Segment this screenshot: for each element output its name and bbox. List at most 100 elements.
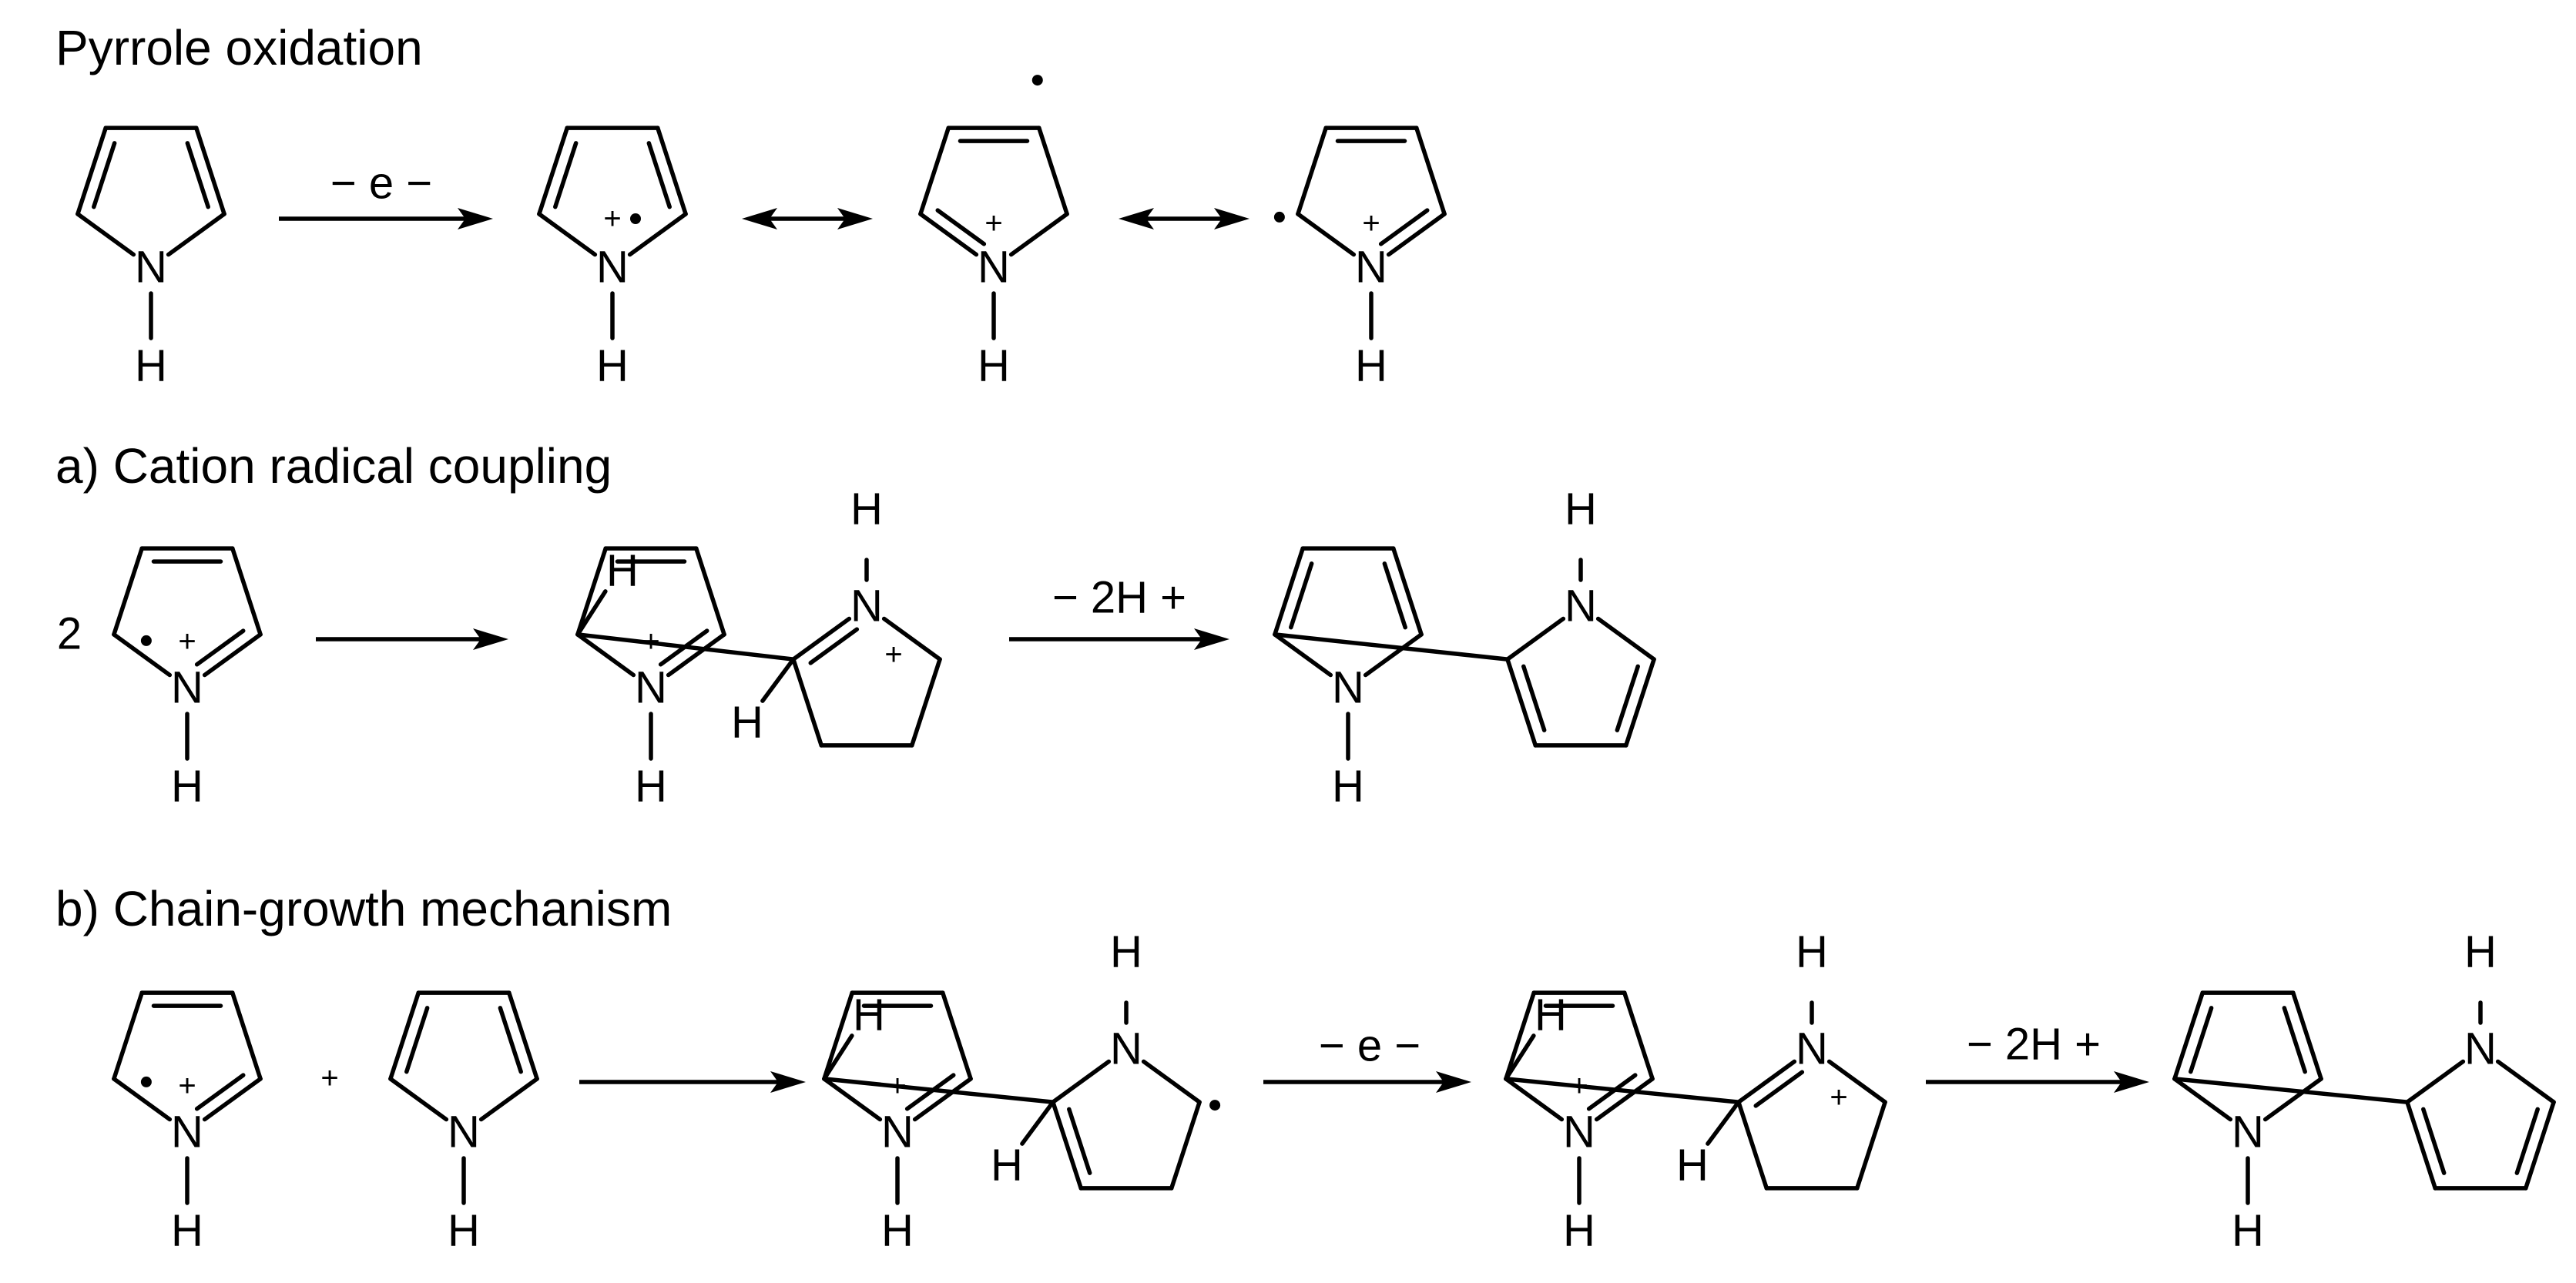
reagent-electron-loss: − e − <box>1319 1021 1420 1071</box>
ring-bond-line <box>1594 1077 1655 1122</box>
c-h-bond-line <box>1020 1100 1055 1146</box>
nitrogen-label: N <box>978 243 1010 293</box>
hydrogen-label: H <box>978 341 1010 391</box>
ring-bond-line <box>918 212 979 257</box>
hydrogen-label: H <box>850 484 883 534</box>
ring-bond-line <box>2262 1077 2323 1122</box>
hydrogen-label: H <box>1676 1141 1709 1191</box>
arrow-head <box>458 208 493 229</box>
ring-bond-line <box>194 126 226 216</box>
nitrogen-label: N <box>1565 581 1597 631</box>
arrow-head-right <box>837 208 873 229</box>
ring-bond-line <box>202 1077 263 1122</box>
ring-bond-line <box>941 990 973 1081</box>
plus-sign: + <box>320 1061 338 1095</box>
ring-bond-line <box>1505 616 1566 662</box>
ring-double-bond-line <box>2189 1006 2214 1074</box>
hydrogen-label: H <box>606 545 639 595</box>
dimer-dication-left-ring: NH+ <box>1504 990 1655 1256</box>
c-h-bond-line <box>1504 1033 1536 1081</box>
inter-ring-bond-line <box>2172 1077 2410 1104</box>
inter-ring-bond-line <box>1273 632 1510 662</box>
cation-charge: + <box>1362 206 1380 240</box>
ring-bond-line <box>1736 1100 1769 1191</box>
c-h-bond-line <box>822 1033 854 1081</box>
ring-double-bond-line <box>1521 664 1547 732</box>
reaction-arrow <box>316 628 508 650</box>
ring-bond-line <box>1051 1059 1112 1104</box>
hydrogen-label: H <box>1565 484 1597 534</box>
ring-bond-line <box>881 616 942 662</box>
ring-bond-line <box>2524 1100 2556 1191</box>
hydrogen-label: H <box>853 990 885 1040</box>
ring-bond-line <box>1504 990 1536 1081</box>
ring-bond-line <box>112 990 144 1081</box>
ring-double-bond-line <box>498 1006 523 1074</box>
bipyrrole-left-ring: NH <box>2172 990 2323 1256</box>
nitrogen-label: N <box>1110 1024 1142 1074</box>
arrow-head-right <box>1214 208 1249 229</box>
reaction-arrow <box>579 1071 806 1093</box>
ring-bond-line <box>166 212 226 257</box>
dimer-dication-right-ring: N+ <box>1736 1024 1887 1191</box>
ring-bond-line <box>1414 126 1447 216</box>
ring-double-bond-line <box>935 208 987 246</box>
hydrogen-label: H <box>635 762 667 812</box>
ring-bond-line <box>1008 212 1069 257</box>
ring-bond-line <box>822 1077 883 1122</box>
hydrogen-label: H <box>881 1206 914 1256</box>
ring-bond-line <box>791 657 823 748</box>
hydrogen-label: H <box>1355 341 1387 391</box>
ring-double-bond-line <box>2421 1107 2447 1175</box>
stoichiometric-coefficient: 2 <box>57 609 82 659</box>
ring-bond-line <box>912 1077 973 1122</box>
ring-double-bond-line <box>185 141 210 209</box>
nitrogen-label: N <box>171 663 203 713</box>
section-title-cation-radical-coupling: a) Cation radical coupling <box>55 438 612 494</box>
dimer-dication-right-ring: N+ <box>791 581 942 748</box>
ring-bond-line <box>1169 1100 1202 1191</box>
ring-bond-line <box>1273 632 1333 678</box>
ring-bond-line <box>575 546 608 637</box>
ring-double-bond-line <box>904 1073 956 1111</box>
radical-dot <box>1031 75 1043 86</box>
ring-bond-line <box>75 212 136 257</box>
radical-dot <box>140 1076 152 1087</box>
nitrogen-label: N <box>2464 1024 2497 1074</box>
radical-cation-monomer: NH+ <box>112 546 263 812</box>
bipyrrole-left-ring: NH <box>1273 546 1424 812</box>
nitrogen-label: N <box>596 243 629 293</box>
hydrogen-label: H <box>2232 1206 2264 1256</box>
ring-bond-line <box>2172 990 2205 1081</box>
ring-bond-line <box>1037 126 1069 216</box>
nitrogen-label: N <box>635 663 667 713</box>
hydrogen-label: H <box>135 341 167 391</box>
hydrogen-label: H <box>1535 990 1567 1040</box>
arrow-head <box>1436 1071 1471 1093</box>
ring-double-bond-line <box>808 627 860 665</box>
nitrogen-label: N <box>448 1107 480 1157</box>
reagent-deprotonation: − 2H + <box>1052 573 1186 623</box>
radical-dot <box>630 213 641 224</box>
hydrogen-label: H <box>1332 762 1364 812</box>
ring-bond-line <box>1273 546 1305 637</box>
ring-double-bond-line <box>1382 561 1407 630</box>
hydrogen-label: H <box>171 1206 203 1256</box>
ring-bond-line <box>2495 1059 2556 1104</box>
nitrogen-label: N <box>135 243 167 293</box>
ring-bond-line <box>1386 212 1447 257</box>
ring-bond-line <box>1051 1100 1083 1191</box>
hydrogen-label: H <box>2464 927 2497 977</box>
ring-double-bond-line <box>1586 1073 1638 1111</box>
hydrogen-label: H <box>1796 927 1828 977</box>
nitrogen-label: N <box>881 1107 914 1157</box>
ring-bond-line <box>478 1077 539 1122</box>
c-h-bond-line <box>760 657 796 703</box>
pyrrole-monomer: NH <box>388 990 539 1256</box>
ring-bond-line <box>1504 1077 1565 1122</box>
inter-ring-bond-line <box>575 632 796 662</box>
ring-bond-line <box>1363 632 1424 678</box>
ring-double-bond-line <box>2514 1107 2540 1175</box>
reaction-arrow <box>1263 1071 1471 1093</box>
